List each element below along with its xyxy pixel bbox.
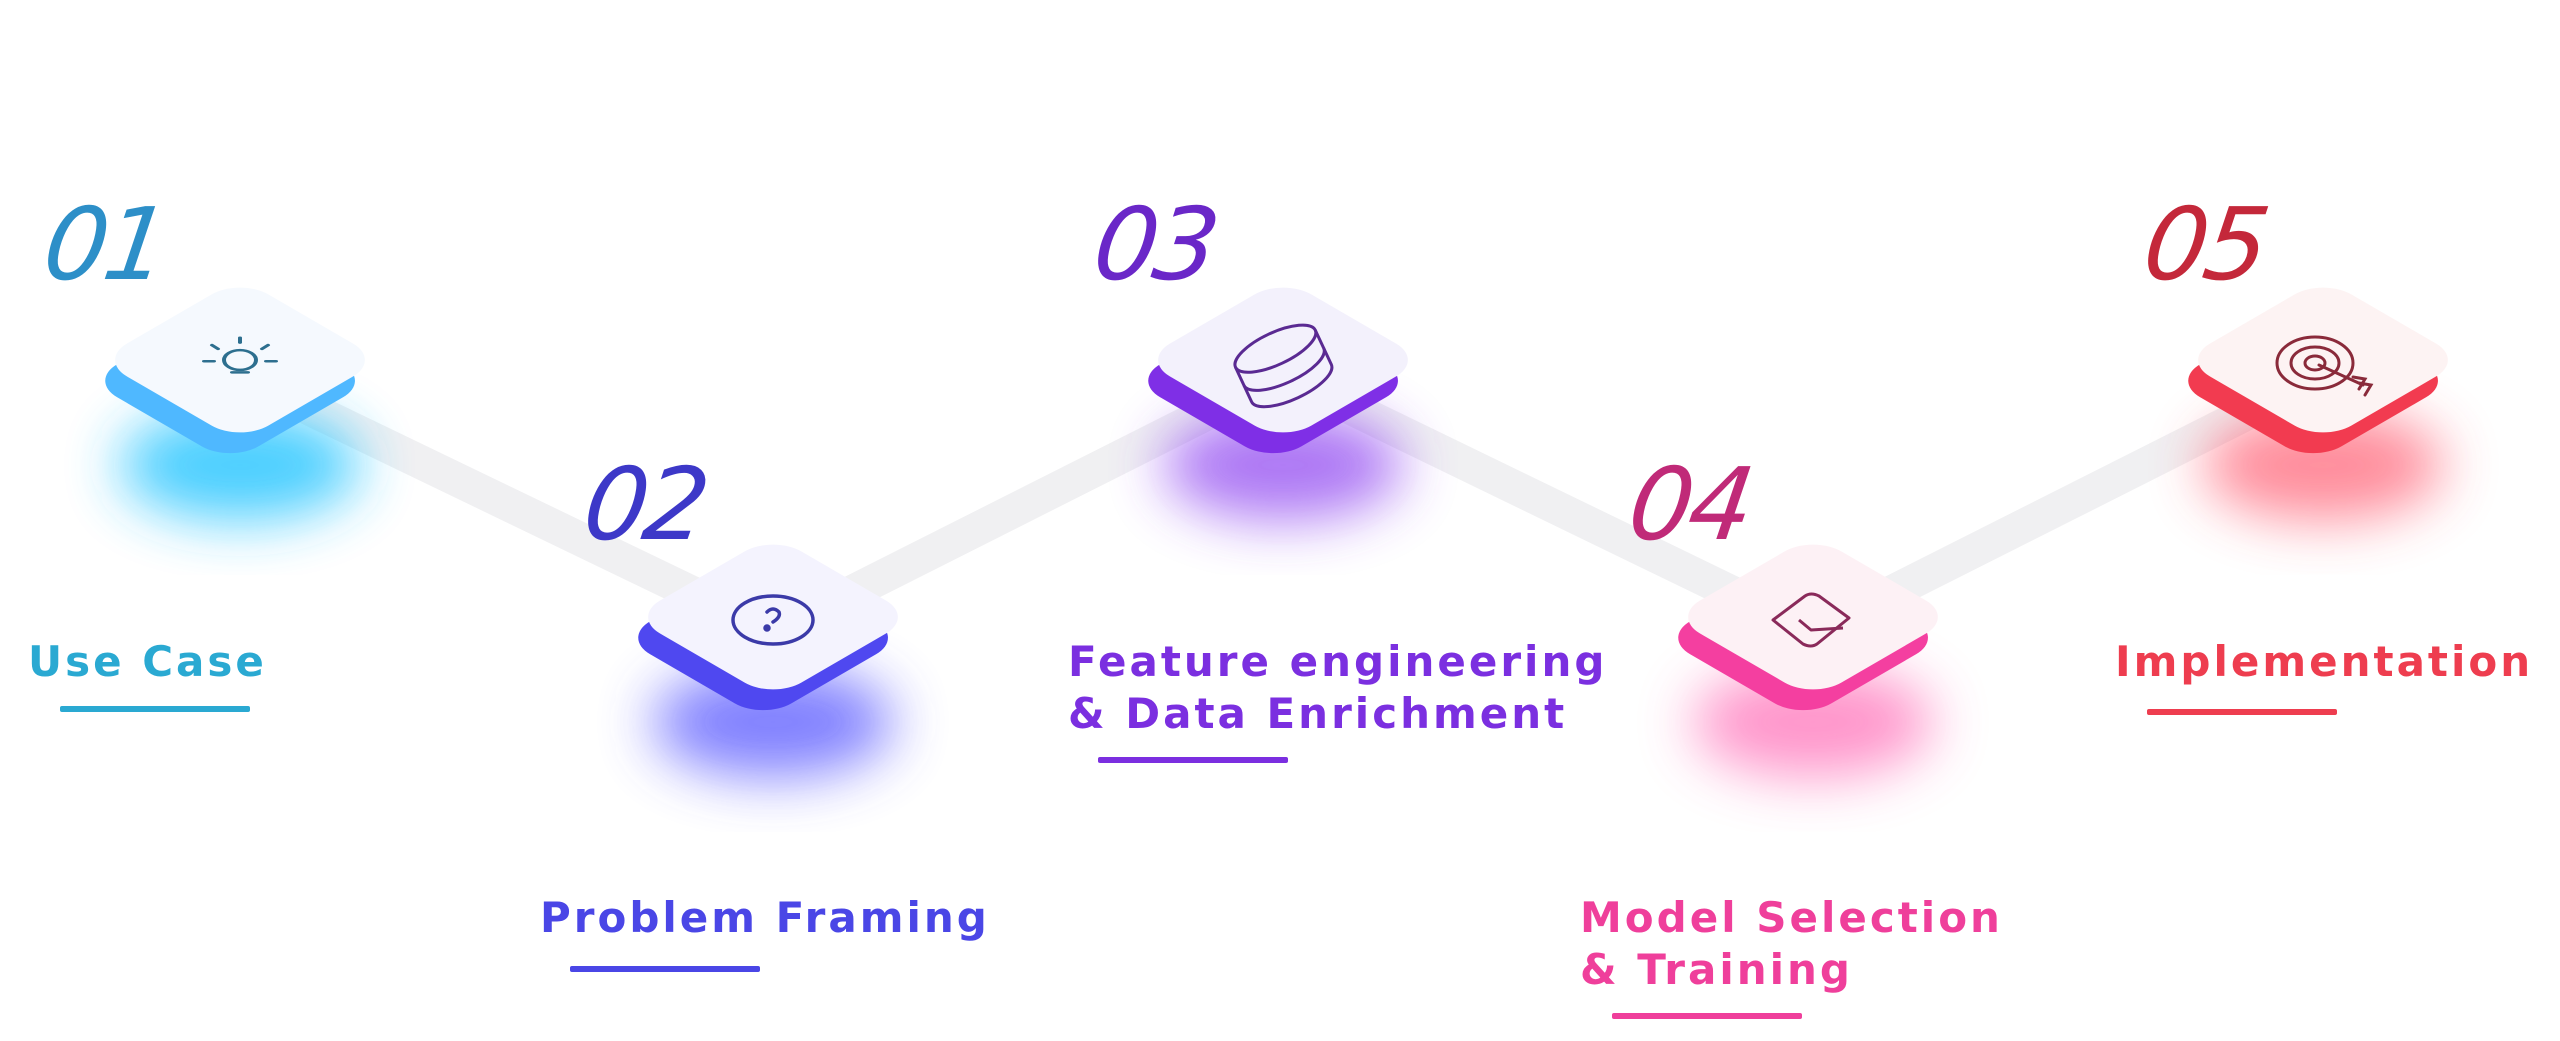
step-5-number: 05 <box>2136 186 2273 303</box>
step-3-tile-face <box>1158 287 1408 433</box>
step-2-tile <box>638 544 898 777</box>
step-1-label-line: Use Case <box>28 637 267 686</box>
step-4-number: 04 <box>1621 446 1758 563</box>
step-5-glow <box>2203 410 2443 520</box>
step-3-underline <box>1098 757 1288 763</box>
step-2-number: 02 <box>576 446 713 563</box>
step-1-label: Use Case <box>28 636 267 688</box>
question-icon <box>731 594 815 646</box>
database-icon <box>1233 323 1334 409</box>
step-5-label-line: Implementation <box>2115 637 2534 686</box>
step-4-label: Model Selection & Training <box>1580 892 2003 996</box>
step-3-label: Feature engineering & Data Enrichment <box>1068 636 1607 740</box>
step-1-tile <box>105 287 365 520</box>
lightbulb-icon <box>202 336 278 374</box>
step-2-label-line: Problem Framing <box>540 893 990 942</box>
step-2-underline <box>570 966 760 972</box>
step-4-glow <box>1693 667 1933 777</box>
step-3-glow <box>1163 410 1403 520</box>
step-5-tile <box>2188 287 2448 520</box>
step-1-underline <box>60 706 250 712</box>
step-5-label: Implementation <box>2115 636 2533 688</box>
step-3-tile <box>1148 287 1408 520</box>
step-2-label: Problem Framing <box>540 892 990 944</box>
step-4-label-line-1: Model Selection <box>1580 893 2003 942</box>
step-4-tile-face <box>1688 544 1938 690</box>
check-icon <box>1771 592 1851 648</box>
step-3-number: 03 <box>1086 186 1223 303</box>
step-5-underline <box>2147 709 2337 715</box>
step-4-tile <box>1678 544 1938 777</box>
step-4-label-line-2: & Training <box>1580 945 1853 994</box>
step-1-number: 01 <box>36 186 173 303</box>
step-4-underline <box>1612 1013 1802 1019</box>
step-3-label-line-2: & Data Enrichment <box>1068 689 1568 738</box>
step-1-tile-face <box>115 287 365 433</box>
step-2-tile-face <box>648 544 898 690</box>
target-icon <box>2275 335 2374 397</box>
step-3-label-line-1: Feature engineering <box>1068 637 1608 686</box>
step-2-glow <box>653 667 893 777</box>
step-1-glow <box>120 410 360 520</box>
